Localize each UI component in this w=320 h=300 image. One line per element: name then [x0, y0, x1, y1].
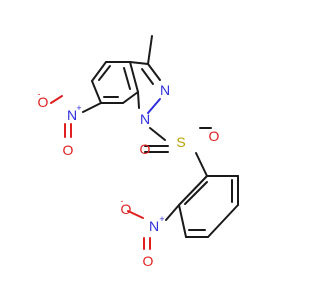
atom-n-nitro1: N [67, 107, 77, 123]
bond-n1-s [149, 127, 166, 141]
bond-n2-n1 [147, 98, 161, 114]
atom-o-nitro1-minus: O [38, 94, 49, 110]
bond-c7a-c7 [122, 91, 139, 104]
charge-o-nitro2: - [121, 196, 124, 206]
bond-ph6-ph1-inner [184, 181, 208, 205]
charge-n-nitro1: + [76, 103, 81, 113]
atom-n1: N [140, 111, 150, 127]
bond-nitro2-o-minus [127, 210, 144, 219]
bond-c6-nitro1 [82, 102, 102, 113]
bond-ph-nitro2 [165, 204, 180, 221]
bond-ph6-ph1 [178, 175, 208, 206]
atom-n2: N [160, 82, 170, 98]
bond-c3-n2-inner [141, 68, 154, 85]
atom-s: S [176, 134, 185, 150]
charge-o-nitro1: - [38, 89, 41, 99]
bond-c3-n2 [147, 63, 161, 81]
atom-o-sulfonyl-1: O [140, 141, 151, 157]
bond-c3a-c3 [129, 61, 149, 65]
bond-c3-methyl [147, 35, 153, 65]
molecule-canvas: N N S O O N + O - O N + O - O [37, 35, 239, 269]
bond-c5-c4 [91, 61, 107, 82]
bond-nitro1-o-minus [50, 95, 63, 104]
bond-s-ph [195, 152, 208, 177]
structure-diagram: N N S O O N + O - O N + O - O [38, 35, 239, 269]
bond-ph3-ph4 [207, 204, 239, 238]
atom-o-nitro1-double: O [63, 142, 74, 158]
atom-o-nitro2-minus: O [121, 201, 132, 217]
atom-o-sulfonyl-2: O [209, 128, 220, 144]
charge-n-nitro2: + [159, 214, 164, 224]
bond-c6-c5 [91, 80, 102, 104]
bond-n1-c7a [137, 91, 140, 109]
bond-ph5-ph6 [178, 204, 187, 238]
bond-c5-c4-inner [98, 65, 111, 81]
atom-o-nitro2-double: O [143, 253, 154, 269]
bond-c3a-c7a [129, 61, 139, 93]
bond-c3a-c7a-inner [123, 67, 131, 90]
atom-n-nitro2: N [149, 218, 159, 234]
